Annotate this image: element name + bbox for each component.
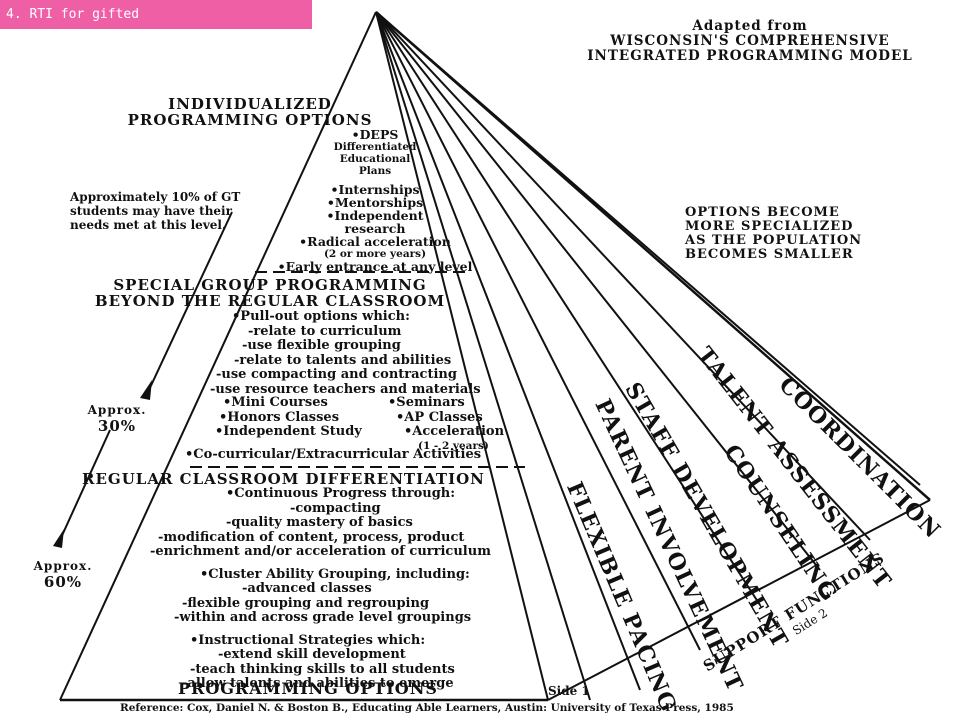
approx-60: Approx. 60% [33,559,93,591]
tier1-items: •DEPS Differentiated Educational Plans •… [277,127,473,274]
arrowhead-60 [53,529,64,548]
approx-30: Approx. 30% [87,403,147,435]
side-base-edge [547,499,931,701]
tier3-title: REGULAR CLASSROOM DIFFERENTIATION [82,470,485,488]
pyramid-front-right-edge [375,11,549,701]
tier2-items: •Pull-out options which: -relate to curr… [210,309,481,397]
reference: Reference: Cox, Daniel N. & Boston B., E… [120,702,734,714]
arrow-30 [59,429,111,541]
tier2-col-right: •Seminars •AP Classes •Acceleration (1 -… [388,395,505,452]
tier3-items: •Continuous Progress through: -compactin… [150,486,491,691]
side1-label: Side 1 [548,684,590,698]
arrowhead-30 [140,380,152,400]
tier2-last: •Co-curricular/Extracurricular Activitie… [185,447,482,462]
tier2-title: SPECIAL GROUP PROGRAMMING BEYOND THE REG… [94,276,446,310]
options-note: OPTIONS BECOME MORE SPECIALIZED AS THE P… [685,205,863,262]
bottom-title: PROGRAMMING OPTIONS [178,679,438,698]
slide-tag: 4. RTI for gifted [0,0,312,29]
pyramid-left-edge [59,11,377,701]
adapted-from: Adapted from WISCONSIN'S COMPREHENSIVE I… [587,18,913,64]
note-10-percent: Approximately 10% of GT students may hav… [70,190,241,232]
arrow-10 [147,211,233,393]
tier2-col-left: •Mini Courses •Honors Classes •Independe… [215,395,362,439]
tier1-title: INDIVIDUALIZED PROGRAMMING OPTIONS [127,95,373,129]
